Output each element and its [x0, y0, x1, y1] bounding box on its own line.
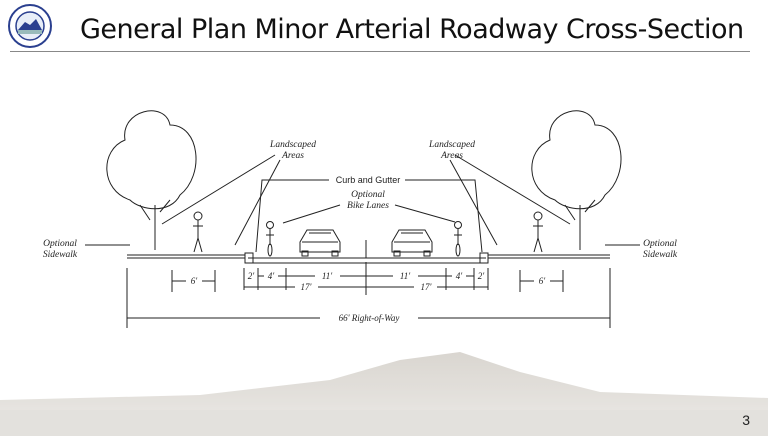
label-bike-lanes-2: Bike Lanes: [347, 201, 389, 211]
dim-bike-right: 4': [456, 271, 464, 281]
label-sidewalk-left-2: Sidewalk: [43, 250, 78, 260]
page-number: 3: [742, 412, 750, 428]
label-landscaped-left: Landscaped: [269, 140, 316, 150]
tree-left-icon: [106, 110, 197, 250]
label-bike-lanes: Optional: [351, 190, 385, 200]
dim-half-right: 17': [421, 282, 433, 292]
dim-sidewalk-right: 6': [539, 276, 547, 286]
pedestrian-right-icon: [533, 211, 543, 253]
dim-lane-right: 11': [400, 271, 411, 281]
dim-sidewalk-left: 6': [191, 276, 199, 286]
page-title: General Plan Minor Arterial Roadway Cros…: [80, 14, 744, 45]
dim-half-left: 17': [301, 282, 313, 292]
cyclist-right-icon: [454, 221, 462, 257]
tree-right-icon: [531, 110, 622, 250]
pedestrian-left-icon: [193, 211, 203, 253]
label-sidewalk-left: Optional: [43, 239, 77, 249]
label-sidewalk-right-2: Sidewalk: [643, 250, 678, 260]
label-landscaped-left-2: Areas: [281, 151, 304, 161]
town-seal-logo: [8, 4, 52, 48]
label-sidewalk-right: Optional: [643, 239, 677, 249]
dim-gutter-right: 2': [478, 271, 486, 281]
car-right-icon: [391, 229, 433, 257]
ground-line: [127, 254, 610, 264]
car-left-icon: [299, 229, 341, 257]
label-landscaped-right: Landscaped: [428, 140, 475, 150]
label-landscaped-right-2: Areas: [440, 151, 463, 161]
dim-gutter-left: 2': [248, 271, 256, 281]
label-curb-gutter: Curb and Gutter: [336, 175, 401, 185]
title-divider: [10, 51, 750, 52]
dim-right-of-way: 66' Right-of-Way: [339, 313, 400, 323]
background-mountain: [0, 352, 768, 436]
dim-lane-left: 11': [322, 271, 333, 281]
cyclist-left-icon: [266, 221, 274, 257]
dim-bike-left: 4': [268, 271, 276, 281]
